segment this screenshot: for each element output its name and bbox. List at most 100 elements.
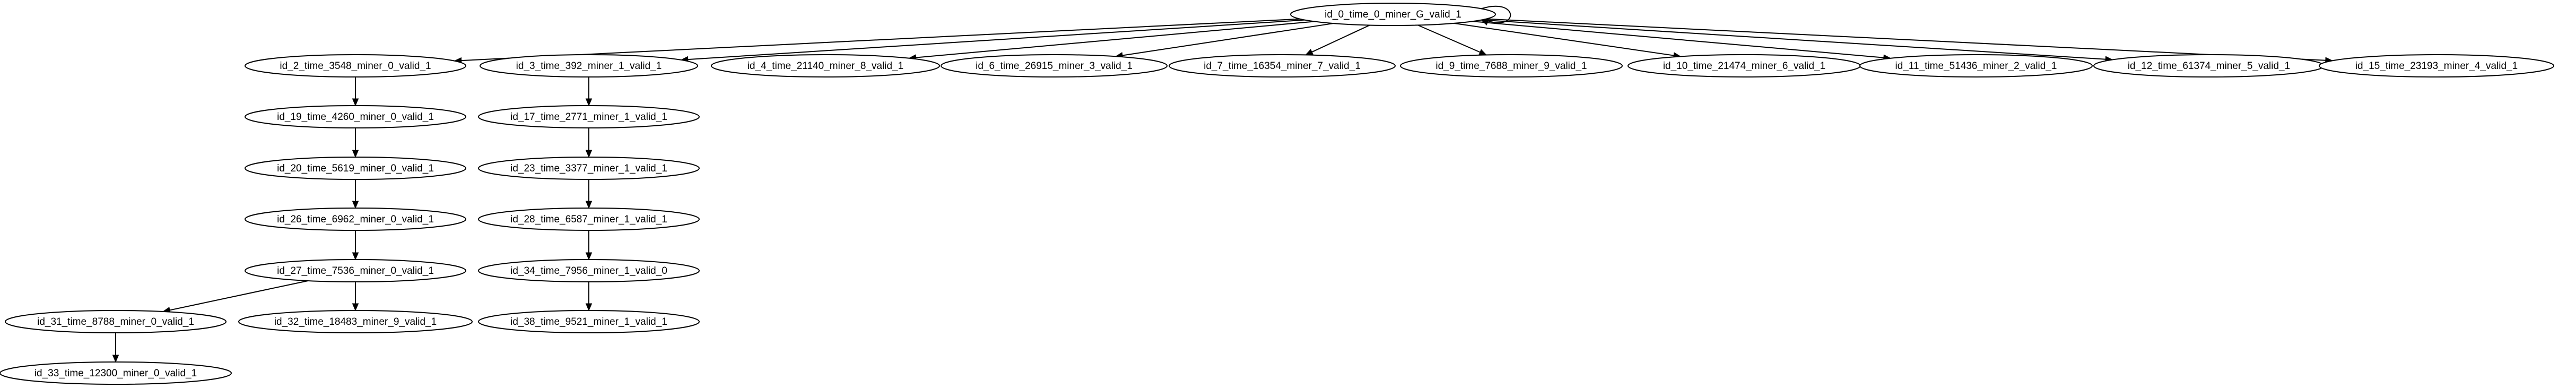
- edge-line: [1311, 24, 1370, 53]
- node-label: id_26_time_6962_miner_0_valid_1: [277, 214, 434, 225]
- graph-edge: [1454, 22, 1682, 59]
- node-ellipse: [0, 361, 232, 385]
- graph-edge: [585, 77, 593, 107]
- graph-edge: [352, 282, 359, 312]
- edge-arrowhead: [585, 201, 593, 209]
- graph-node: id_26_time_6962_miner_0_valid_1: [245, 208, 466, 231]
- edge-arrowhead: [352, 201, 359, 209]
- node-ellipse: [2319, 54, 2554, 77]
- edge-line: [1454, 22, 1675, 56]
- graph-edge: [585, 179, 593, 209]
- graph-node: id_15_time_23193_miner_4_valid_1: [2319, 54, 2554, 77]
- edge-line: [1121, 23, 1334, 56]
- node-ellipse: [478, 208, 700, 231]
- node-label: id_27_time_7536_miner_0_valid_1: [277, 265, 434, 277]
- node-label: id_12_time_61374_miner_5_valid_1: [2128, 61, 2290, 72]
- node-label: id_3_time_392_miner_1_valid_1: [516, 61, 662, 72]
- graph-node: id_7_time_16354_miner_7_valid_1: [1169, 54, 1396, 77]
- node-label: id_17_time_2771_miner_1_valid_1: [510, 111, 667, 123]
- graph-edge: [1305, 24, 1370, 55]
- edge-arrowhead: [1478, 49, 1487, 56]
- graph-node: id_6_time_26915_miner_3_valid_1: [941, 54, 1168, 77]
- graph-node: id_23_time_3377_miner_1_valid_1: [478, 157, 700, 180]
- graph-edge: [352, 128, 359, 158]
- graph-node: id_11_time_51436_miner_2_valid_1: [1859, 54, 2093, 77]
- graph-node: id_10_time_21474_miner_6_valid_1: [1628, 54, 1861, 77]
- edge-line: [1481, 5, 1511, 23]
- node-ellipse: [1290, 3, 1496, 26]
- node-ellipse: [711, 54, 940, 77]
- graph-edge: [585, 282, 593, 312]
- node-label: id_20_time_5619_miner_0_valid_1: [277, 163, 434, 174]
- graph-node: id_4_time_21140_miner_8_valid_1: [711, 54, 940, 77]
- graph-edge: [1115, 23, 1334, 59]
- graph-node: id_9_time_7688_miner_9_valid_1: [1400, 54, 1623, 77]
- graph-edge: [352, 179, 359, 209]
- graph-node: id_17_time_2771_miner_1_valid_1: [478, 105, 700, 128]
- node-label: id_19_time_4260_miner_0_valid_1: [277, 111, 434, 123]
- graph-node: id_27_time_7536_miner_0_valid_1: [245, 259, 466, 282]
- edge-arrowhead: [585, 303, 593, 312]
- nodes-layer: id_0_time_0_miner_G_valid_1 id_2_time_35…: [0, 3, 2554, 385]
- graph-edge: [1417, 24, 1487, 56]
- edge-arrowhead: [585, 252, 593, 261]
- node-ellipse: [245, 259, 466, 282]
- node-ellipse: [238, 310, 473, 333]
- graph-node: id_19_time_4260_miner_0_valid_1: [245, 105, 466, 128]
- node-label: id_23_time_3377_miner_1_valid_1: [510, 163, 667, 174]
- node-ellipse: [478, 259, 700, 282]
- node-ellipse: [245, 157, 466, 180]
- node-ellipse: [1400, 54, 1623, 77]
- node-ellipse: [1859, 54, 2093, 77]
- edge-arrowhead: [352, 303, 359, 312]
- node-label: id_38_time_9521_miner_1_valid_1: [510, 316, 667, 327]
- edge-line: [460, 18, 1300, 62]
- edge-arrowhead: [352, 252, 359, 261]
- edge-line: [1481, 19, 2107, 60]
- graph-node: id_32_time_18483_miner_9_valid_1: [238, 310, 473, 333]
- node-ellipse: [478, 310, 700, 333]
- graph-node: id_33_time_12300_miner_0_valid_1: [0, 361, 232, 385]
- node-ellipse: [245, 54, 466, 77]
- edge-arrowhead: [352, 98, 359, 107]
- edge-arrowhead: [352, 150, 359, 158]
- graph-node: id_0_time_0_miner_G_valid_1: [1290, 3, 1496, 26]
- node-label: id_0_time_0_miner_G_valid_1: [1325, 9, 1461, 20]
- node-ellipse: [245, 208, 466, 231]
- graph-edge: [585, 128, 593, 158]
- graph-node: id_31_time_8788_miner_0_valid_1: [5, 310, 227, 333]
- edge-line: [915, 21, 1315, 58]
- node-label: id_9_time_7688_miner_9_valid_1: [1435, 61, 1587, 72]
- node-label: id_32_time_18483_miner_9_valid_1: [274, 316, 437, 327]
- node-label: id_33_time_12300_miner_0_valid_1: [34, 368, 197, 379]
- graph-node: id_20_time_5619_miner_0_valid_1: [245, 157, 466, 180]
- node-ellipse: [5, 310, 227, 333]
- graph-node: id_28_time_6587_miner_1_valid_1: [478, 208, 700, 231]
- graph-node: id_3_time_392_miner_1_valid_1: [480, 54, 698, 77]
- edge-line: [1472, 21, 1885, 58]
- node-label: id_4_time_21140_miner_8_valid_1: [747, 61, 903, 72]
- graph-edge: [352, 77, 359, 107]
- node-ellipse: [245, 105, 466, 128]
- graph-node: id_2_time_3548_miner_0_valid_1: [245, 54, 466, 77]
- node-label: id_7_time_16354_miner_7_valid_1: [1204, 61, 1361, 72]
- node-label: id_6_time_26915_miner_3_valid_1: [976, 61, 1133, 72]
- node-ellipse: [478, 105, 700, 128]
- node-label: id_10_time_21474_miner_6_valid_1: [1663, 61, 1825, 72]
- graph-edge: [352, 230, 359, 261]
- edge-line: [687, 19, 1305, 61]
- graph-edge: [162, 280, 308, 314]
- graph-node: id_12_time_61374_miner_5_valid_1: [2093, 54, 2325, 77]
- node-ellipse: [941, 54, 1168, 77]
- edge-arrowhead: [1305, 49, 1314, 55]
- edges-layer: [112, 5, 2334, 363]
- edge-line: [1417, 24, 1481, 53]
- graph-edge: [585, 230, 593, 261]
- node-label: id_31_time_8788_miner_0_valid_1: [37, 316, 194, 327]
- edge-arrowhead: [585, 98, 593, 107]
- edge-line: [169, 280, 308, 311]
- edge-arrowhead: [112, 355, 119, 363]
- node-ellipse: [480, 54, 698, 77]
- node-label: id_2_time_3548_miner_0_valid_1: [280, 61, 431, 72]
- node-label: id_34_time_7956_miner_1_valid_0: [510, 265, 667, 277]
